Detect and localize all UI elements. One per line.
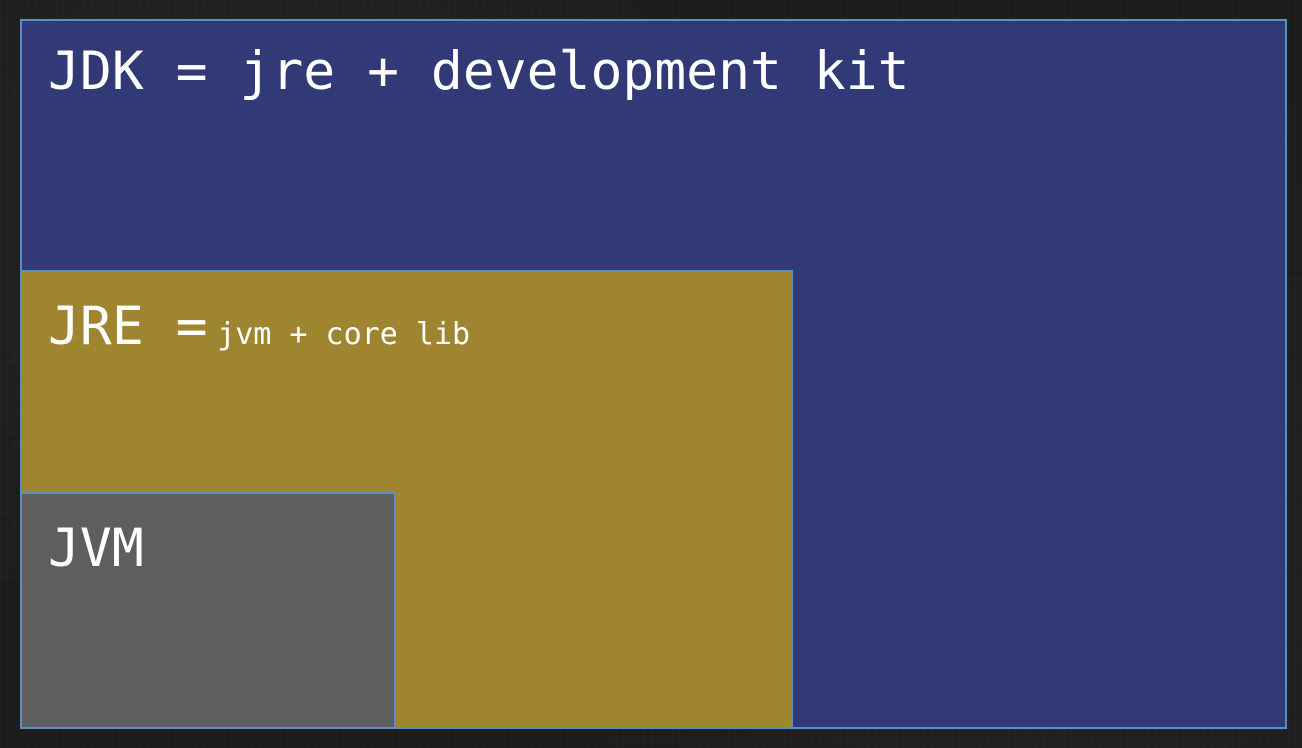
jdk-label: JDK = jre + development kit	[48, 41, 910, 102]
jre-label-detail: jvm + core lib	[217, 317, 471, 352]
jre-label-main: JRE =	[48, 296, 208, 357]
jre-label: JRE = jvm + core lib	[48, 300, 470, 353]
jvm-label: JVM	[48, 518, 144, 579]
jvm-box: JVM	[20, 492, 396, 729]
